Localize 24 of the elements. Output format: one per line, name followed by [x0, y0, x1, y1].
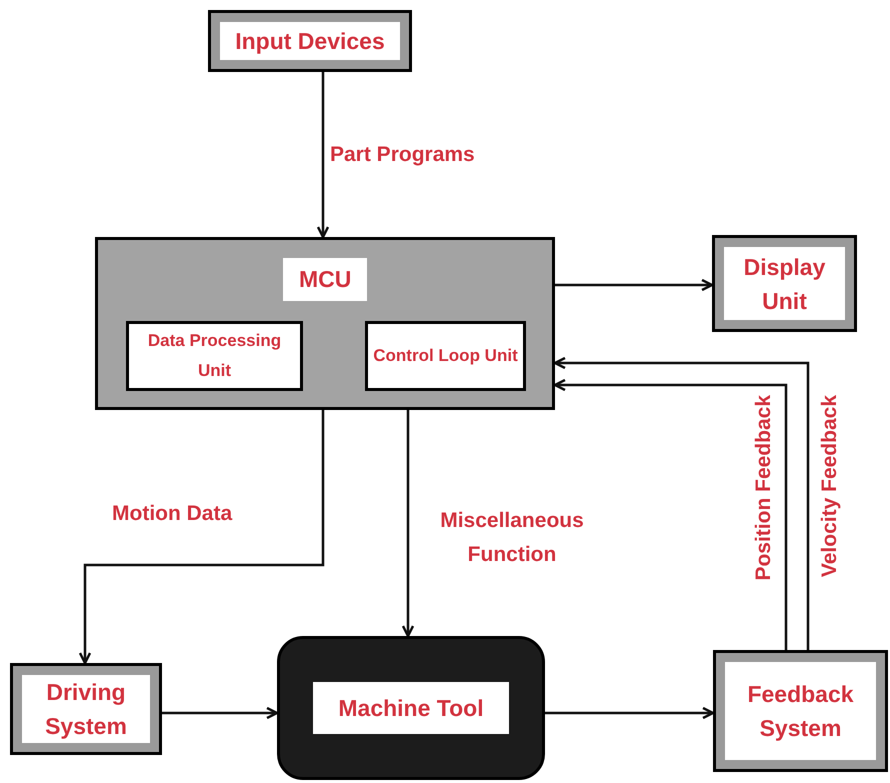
- arrow: [545, 706, 714, 720]
- node-label: Driving System: [22, 675, 150, 743]
- node-label: Machine Tool: [313, 682, 509, 734]
- process-box: [365, 321, 526, 391]
- process-box: [712, 235, 857, 332]
- arrow: [78, 410, 324, 664]
- container-box: [95, 237, 555, 410]
- node-label: Data Processing Unit: [146, 330, 282, 382]
- process-box: [10, 663, 162, 755]
- arrow: [554, 378, 788, 650]
- process-box: [277, 636, 545, 780]
- process-box: [713, 650, 888, 772]
- process-box: [208, 10, 412, 72]
- node-label: Display Unit: [724, 247, 845, 320]
- arrow: [162, 706, 278, 720]
- node-label: Input Devices: [220, 22, 400, 60]
- arrow: [555, 278, 714, 292]
- process-box: [126, 321, 303, 391]
- node-label: MCU: [283, 258, 368, 300]
- arrow: [316, 72, 330, 238]
- node-label: Feedback System: [725, 662, 876, 760]
- arrow: [402, 410, 414, 638]
- arrow: [554, 356, 810, 650]
- node-label: Control Loop Unit: [372, 345, 519, 367]
